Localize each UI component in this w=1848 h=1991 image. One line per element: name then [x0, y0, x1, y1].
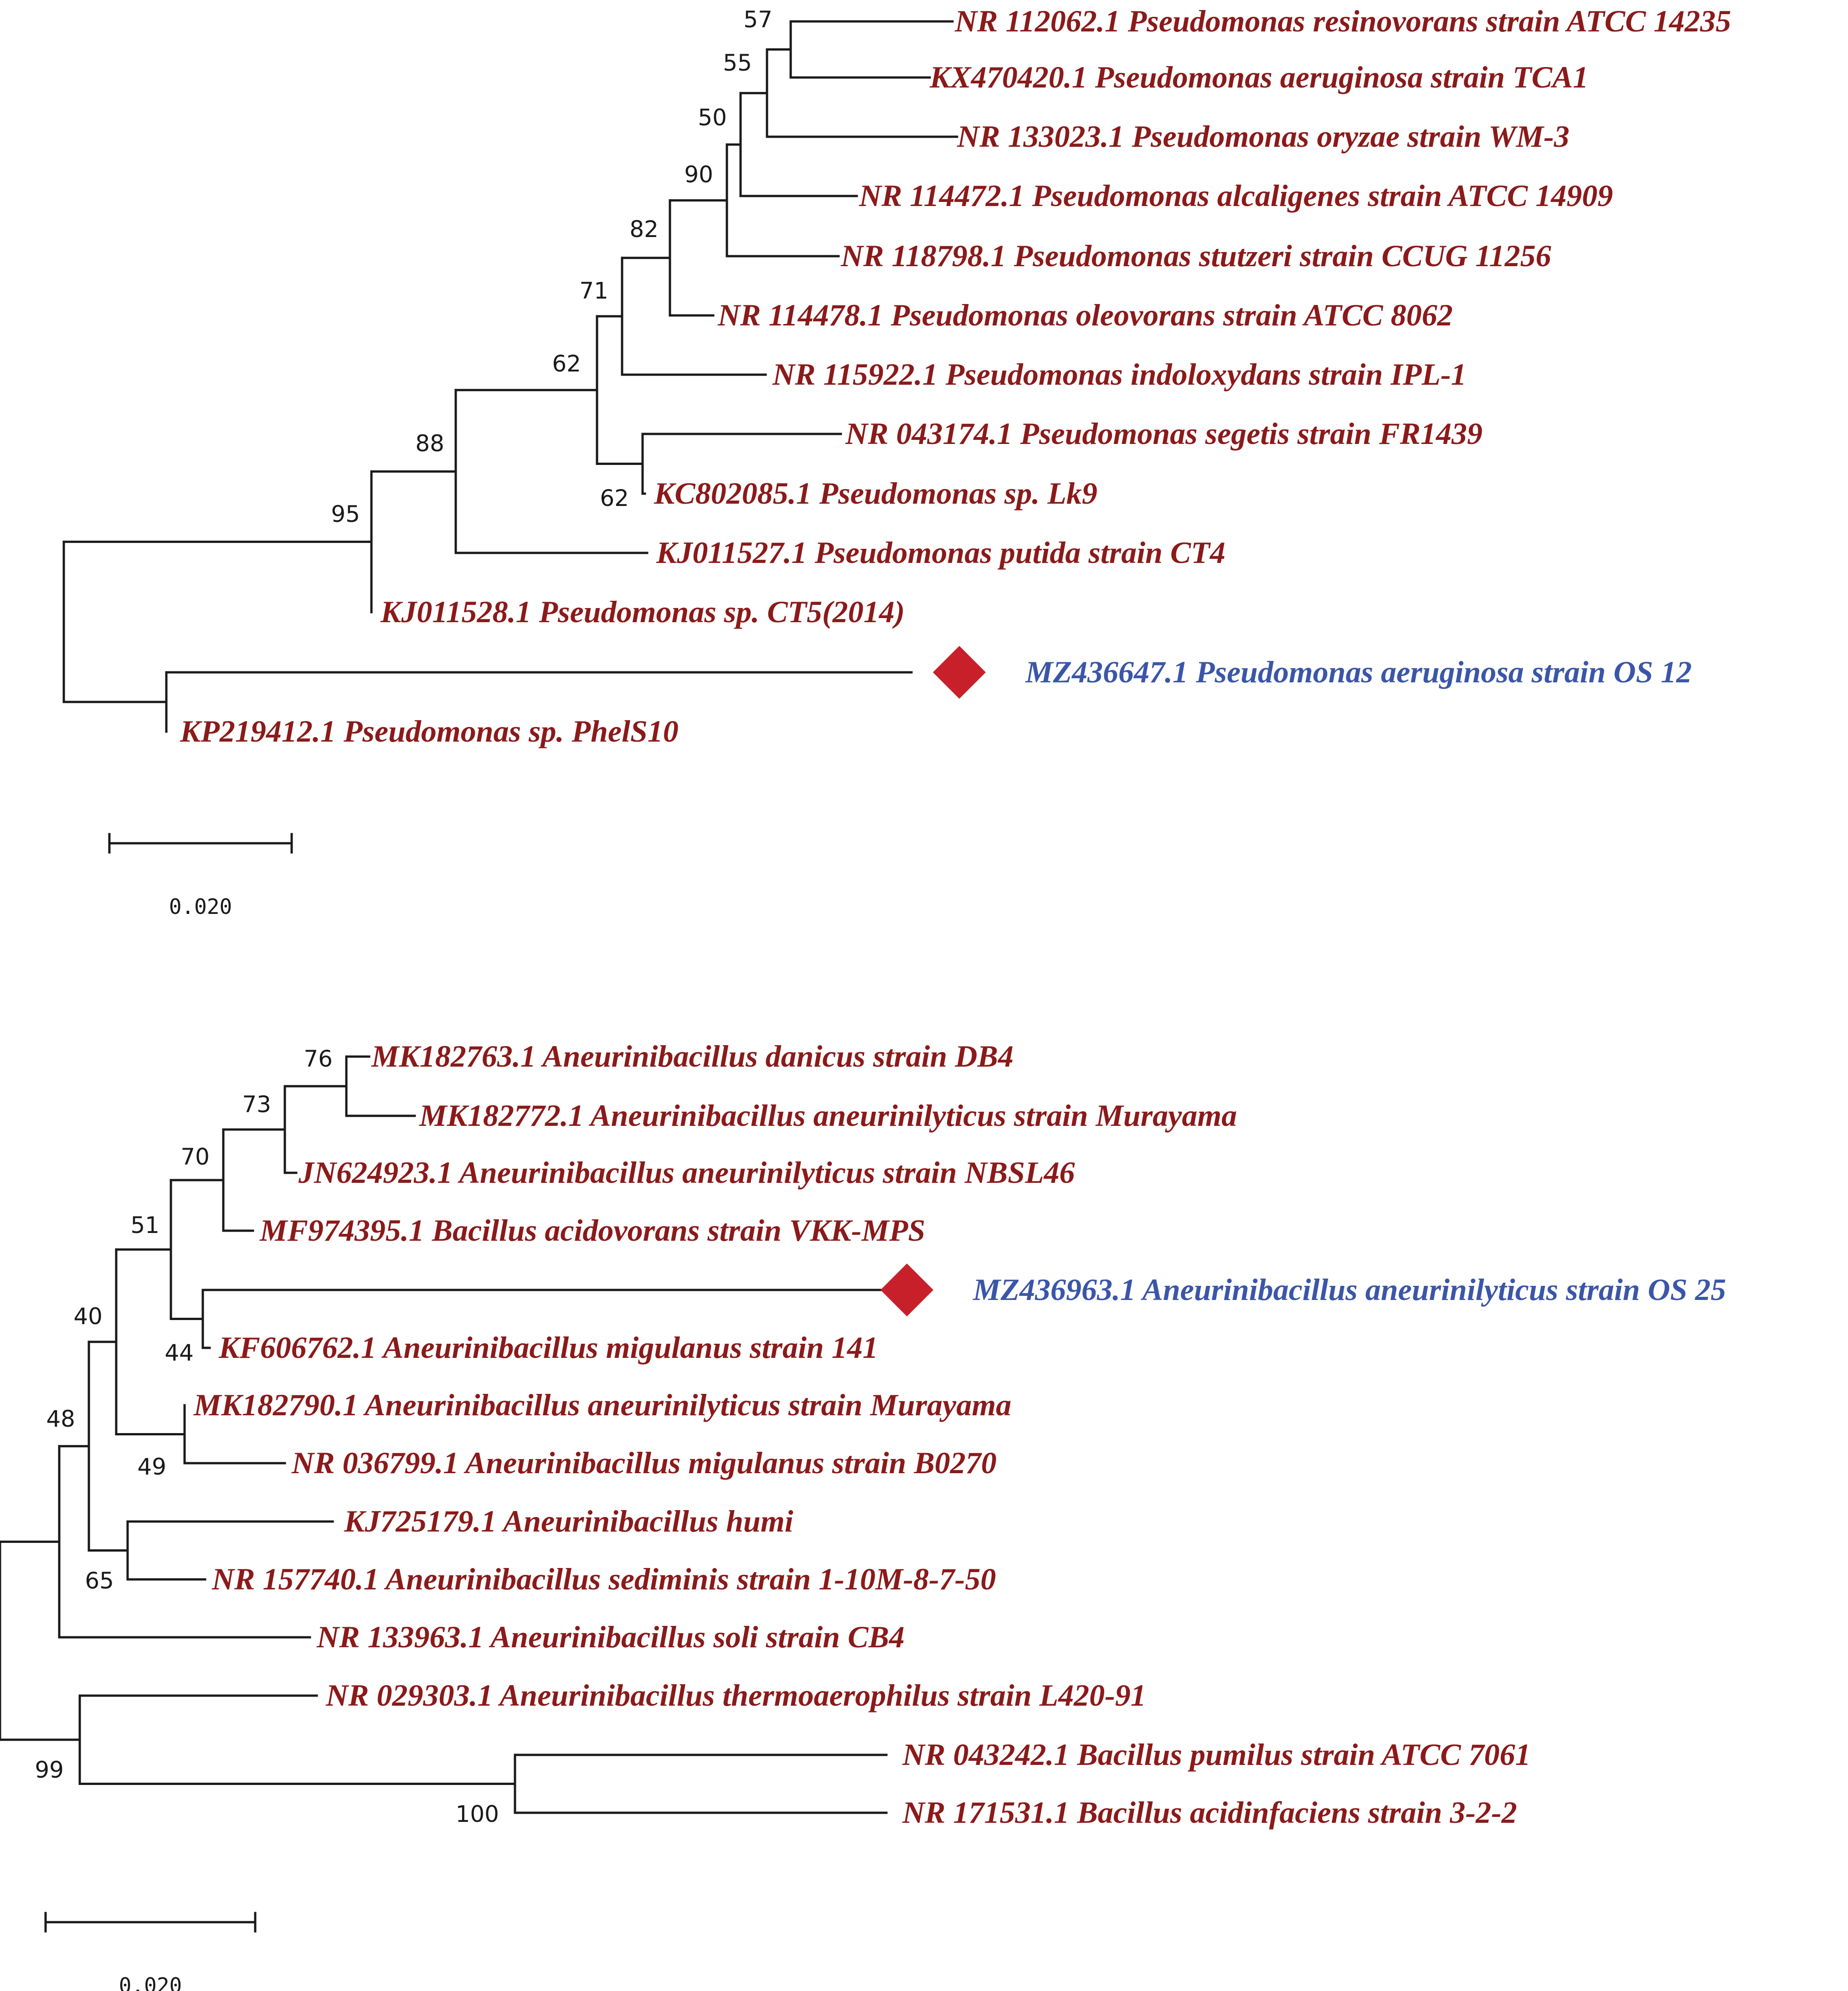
leaf-label: MF974395.1 Bacillus acidovorans strain V…: [259, 1213, 925, 1248]
bootstrap-value: 44: [165, 1340, 194, 1366]
leaf-label: KX470420.1 Pseudomonas aeruginosa strain…: [929, 60, 1588, 94]
bootstrap-value: 100: [456, 1801, 499, 1827]
bootstrap-value: 62: [600, 485, 629, 511]
bootstrap-value: 99: [35, 1757, 64, 1783]
bootstrap-value: 73: [242, 1091, 271, 1118]
leaf-label: KJ011528.1 Pseudomonas sp. CT5(2014): [380, 594, 905, 629]
leaf-label: NR 118798.1 Pseudomonas stutzeri strain …: [840, 238, 1551, 273]
scale-bar-label: 0.020: [169, 894, 232, 919]
bootstrap-value: 55: [723, 50, 752, 76]
leaf-label: NR 112062.1 Pseudomonas resinovorans str…: [954, 4, 1731, 38]
leaf-label: KJ011527.1 Pseudomonas putida strain CT4: [656, 535, 1225, 570]
scale-bar-label: 0.020: [119, 1973, 182, 1991]
leaf-label: MK182772.1 Aneurinibacillus aneurinilyti…: [419, 1098, 1237, 1133]
bootstrap-value: 48: [46, 1406, 75, 1432]
leaf-label: NR 114478.1 Pseudomonas oleovorans strai…: [717, 298, 1453, 332]
bootstrap-value: 76: [304, 1046, 333, 1072]
leaf-label: NR 114472.1 Pseudomonas alcaligenes stra…: [859, 178, 1613, 213]
leaf-label: NR 043242.1 Bacillus pumilus strain ATCC…: [902, 1737, 1531, 1772]
bootstrap-value: 82: [629, 216, 659, 242]
query-leaf-label: MZ436647.1 Pseudomonas aeruginosa strain…: [1025, 655, 1692, 689]
bootstrap-value: 50: [698, 104, 727, 131]
bootstrap-value: 49: [137, 1454, 166, 1480]
bootstrap-value: 88: [415, 430, 444, 457]
bootstrap-value: 71: [579, 278, 608, 304]
leaf-label: NR 043174.1 Pseudomonas segetis strain F…: [845, 416, 1483, 451]
leaf-label: KJ725179.1 Aneurinibacillus humi: [344, 1504, 793, 1538]
query-marker-icon: [933, 646, 986, 699]
query-marker-icon: [880, 1264, 933, 1316]
leaf-label: NR 036799.1 Aneurinibacillus migulanus s…: [291, 1445, 997, 1480]
bootstrap-value: 90: [684, 161, 713, 188]
leaf-label: MK182763.1 Aneurinibacillus danicus stra…: [371, 1039, 1014, 1073]
tree-branches: [0, 20, 958, 1933]
leaf-label: KP219412.1 Pseudomonas sp. PhelS10: [180, 714, 679, 748]
bootstrap-value: 95: [331, 501, 360, 527]
leaf-label: NR 029303.1 Aneurinibacillus thermoaerop…: [325, 1678, 1146, 1712]
leaf-label: KF606762.1 Aneurinibacillus migulanus st…: [218, 1330, 878, 1365]
bootstrap-value: 62: [552, 351, 581, 377]
query-leaf-label: MZ436963.1 Aneurinibacillus aneurinilyti…: [973, 1272, 1726, 1307]
leaf-label: KC802085.1 Pseudomonas sp. Lk9: [654, 476, 1097, 511]
tree-labels: 57 55 50 90 82 71 62 62 88 95 NR 112062.1 Pseudomo…: [35, 4, 1731, 1991]
bootstrap-value: 65: [85, 1568, 114, 1594]
leaf-label: NR 115922.1 Pseudomonas indoloxydans str…: [772, 357, 1467, 392]
leaf-label: NR 133023.1 Pseudomonas oryzae strain WM…: [957, 119, 1570, 154]
leaf-label: NR 171531.1 Bacillus acidinfaciens strai…: [902, 1795, 1517, 1830]
bootstrap-value: 51: [130, 1212, 160, 1238]
bootstrap-value: 70: [180, 1144, 210, 1170]
leaf-label: NR 133963.1 Aneurinibacillus soli strain…: [316, 1620, 905, 1654]
bootstrap-value: 57: [743, 6, 772, 33]
leaf-label: NR 157740.1 Aneurinibacillus sediminis s…: [211, 1562, 996, 1596]
leaf-label: MK182790.1 Aneurinibacillus aneurinilyti…: [193, 1388, 1011, 1422]
bootstrap-value: 40: [73, 1303, 103, 1330]
leaf-label: JN624923.1 Aneurinibacillus aneurinilyti…: [298, 1155, 1075, 1190]
